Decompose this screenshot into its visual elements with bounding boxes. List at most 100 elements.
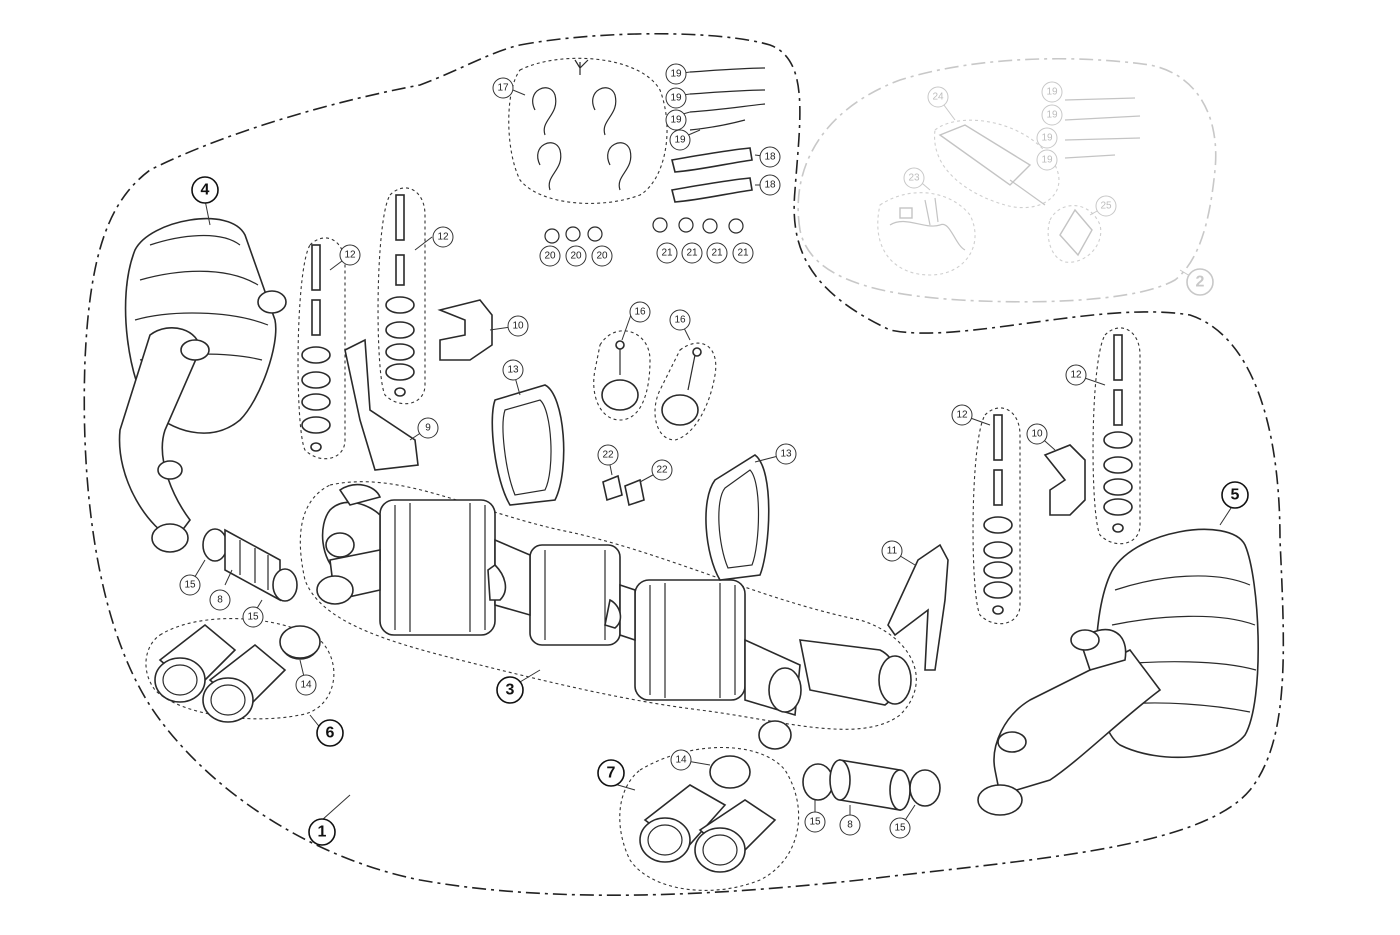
svg-text:13: 13 [507,365,519,376]
callout-15: 15 [242,606,264,628]
callout-group-7: 7 [597,759,625,787]
svg-text:20: 20 [544,251,556,262]
vacuum-hoses [532,59,632,191]
mount-stack-d [1103,334,1133,533]
group-12a-outline [297,237,346,460]
svg-text:12: 12 [956,410,968,421]
callout-12: 12 [432,226,454,248]
bracket-11 [887,543,949,671]
callout-22: 22 [651,459,673,481]
clips-20 [544,226,603,244]
svg-text:19: 19 [1041,155,1053,166]
badge-25 [1059,208,1093,257]
callout-19: 19 [665,87,687,109]
svg-text:16: 16 [634,307,646,318]
callout-13: 13 [775,443,797,465]
svg-text:24: 24 [932,92,944,103]
svg-text:16: 16 [674,315,686,326]
svg-text:23: 23 [908,173,920,184]
group-7-outline [619,747,800,891]
svg-text:19: 19 [670,69,682,80]
group-2-label: 2 [1196,274,1205,291]
svg-text:18: 18 [764,152,776,163]
svg-text:21: 21 [661,248,673,259]
wiring-23 [889,197,966,251]
caps-22 [602,474,645,507]
callout-15: 15 [804,811,826,833]
callout-20: 20 [591,245,613,267]
svg-text:21: 21 [686,248,698,259]
callout-24: 24 [927,86,949,108]
callout-18: 18 [759,146,781,168]
svg-text:15: 15 [247,612,259,623]
svg-text:21: 21 [737,248,749,259]
callout-group-2: 2 [1186,268,1214,296]
callout-group-4: 4 [191,176,219,204]
callout-22: 22 [597,444,619,466]
control-module-24 [938,124,1046,206]
mount-stack-b [385,194,415,397]
group-7-label: 7 [607,765,616,782]
group-16a-outline [593,330,651,421]
clamp-14-left [279,625,321,659]
callout-10: 10 [507,315,529,337]
hose-18 [671,147,753,203]
callout-19: 19 [1036,149,1058,171]
callout-19: 19 [1036,127,1058,149]
callout-group-5: 5 [1221,481,1249,509]
tailpipes-right [639,757,777,873]
svg-text:14: 14 [300,680,312,691]
callout-21: 21 [681,242,703,264]
callout-19: 19 [1041,81,1063,103]
strap-13-left [491,384,565,506]
svg-text:8: 8 [847,820,853,831]
group-3-label: 3 [506,682,515,699]
center-catalytic-assembly [316,483,912,750]
callout-group-6: 6 [316,719,344,747]
callout-8: 8 [839,814,861,836]
strap-13-right [705,454,770,581]
callout-12: 12 [1065,364,1087,386]
mount-stack-c [983,414,1013,615]
callout-parts: 12 12 12 12 10 10 9 11 13 13 16 16 22 22… [179,63,1117,839]
callout-21: 21 [656,242,678,264]
cable-19 [689,67,766,131]
svg-text:19: 19 [670,115,682,126]
bracket-10-left [437,299,493,361]
group-4-label: 4 [201,182,210,199]
mount-stack-a [301,244,331,452]
svg-text:18: 18 [764,180,776,191]
svg-text:12: 12 [1070,370,1082,381]
callout-8: 8 [209,589,231,611]
callout-19: 19 [665,109,687,131]
svg-text:19: 19 [674,135,686,146]
callout-12: 12 [339,244,361,266]
svg-text:20: 20 [596,251,608,262]
callout-19: 19 [665,63,687,85]
callout-group-3: 3 [496,676,524,704]
callout-25: 25 [1095,195,1117,217]
group-3-outline [299,481,917,730]
svg-text:19: 19 [1046,110,1058,121]
callout-15: 15 [889,817,911,839]
svg-text:15: 15 [184,580,196,591]
svg-text:20: 20 [570,251,582,262]
svg-text:19: 19 [670,93,682,104]
coupler-left [202,528,298,602]
svg-text:10: 10 [1031,429,1043,440]
callout-16: 16 [629,301,651,323]
bracket-10-right [1043,444,1086,516]
group-23-outline [877,192,976,276]
svg-text:22: 22 [602,450,614,461]
group-16b-outline [654,342,717,441]
callout-9: 9 [417,417,439,439]
callout-23: 23 [903,167,925,189]
rear-silencer-left [118,217,287,553]
coupler-right [802,759,941,811]
group-24-outline [934,119,1060,209]
callout-13: 13 [502,359,524,381]
svg-text:17: 17 [497,83,509,94]
svg-text:13: 13 [780,449,792,460]
